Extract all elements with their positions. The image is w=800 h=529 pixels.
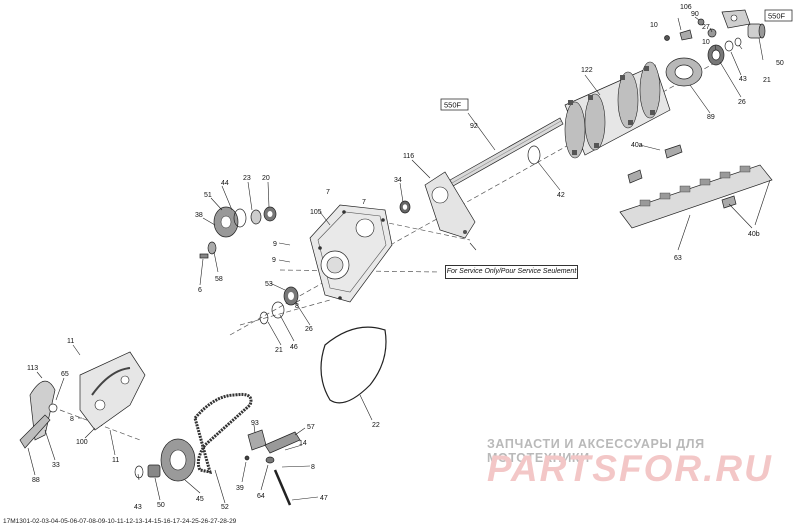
part-label: 53	[265, 281, 273, 288]
part-label: 10	[650, 22, 658, 29]
part-label: 88	[32, 477, 40, 484]
bracket-88	[19, 414, 51, 449]
part-label: 58	[215, 276, 223, 283]
leader-lines	[27, 16, 771, 504]
watermark-logo: PARTSFOR.RU	[487, 448, 773, 489]
part-label: 116	[403, 153, 414, 160]
svg-text:550F: 550F	[768, 12, 786, 21]
diagram-code: 17M1301-02-03-04-05-06-07-08-09-10-11-12…	[3, 518, 237, 525]
part-label: 63	[674, 255, 682, 262]
part-label: 26	[305, 326, 313, 333]
part-label: 23	[243, 175, 251, 182]
end-cap-50-top	[747, 23, 766, 39]
part-label: 34	[394, 177, 402, 184]
part-label: 50	[157, 502, 165, 509]
part-label: 89	[707, 114, 715, 121]
gear-stack	[199, 206, 277, 259]
part-label: 38	[195, 212, 203, 219]
part-label: 8	[295, 303, 299, 310]
svg-text:550F: 550F	[444, 101, 462, 110]
part-label: 33	[52, 462, 60, 469]
part-label: 90	[691, 11, 699, 18]
part-label: 6	[198, 287, 202, 294]
part-label: 92	[470, 123, 478, 130]
part-label: 26	[738, 99, 746, 106]
bearing-26-mid	[283, 286, 299, 306]
part-label: 9	[273, 241, 277, 248]
small-hardware-top	[664, 18, 742, 52]
washer-46	[271, 301, 285, 319]
circlip-42	[527, 145, 541, 165]
part-label: 27	[702, 24, 710, 31]
gasket-22	[320, 326, 387, 404]
callout-550f-top: 550F	[764, 9, 793, 22]
part-label: 21	[275, 347, 283, 354]
part-label: 11	[67, 338, 74, 345]
part-label: 21	[763, 77, 771, 84]
chaincase-cover-100	[79, 351, 146, 431]
part-label: 93	[251, 420, 259, 427]
part-label: 100	[76, 439, 88, 446]
part-label: 52	[221, 504, 229, 511]
drive-shaft	[449, 117, 564, 187]
part-label: 7	[326, 189, 330, 196]
part-label: 105	[310, 209, 322, 216]
part-label: 22	[372, 422, 380, 429]
gear-45	[160, 438, 196, 482]
bearing-26-top	[707, 44, 725, 66]
bearing-89	[665, 57, 703, 87]
part-label: 10	[702, 39, 710, 46]
part-label: 106	[680, 4, 692, 11]
seal-34	[399, 200, 411, 214]
part-label: 11	[112, 457, 119, 464]
service-only-note: For Service Only/Pour Service Seulement	[445, 265, 578, 279]
part-label: 42	[557, 192, 565, 199]
bushing-65	[48, 403, 58, 413]
tensioner-parts	[244, 429, 301, 506]
circlip-43	[134, 465, 144, 479]
part-label: 7	[362, 199, 366, 206]
part-label: 65	[61, 371, 69, 378]
watermark-tagline: ЗАПЧАСТИ И АКСЕССУАРЫ ДЛЯ МОТОТЕХНИКИ	[487, 437, 705, 465]
part-labels: 106 90 27 10 10 43 21 50 26 89 122 92 42…	[27, 4, 784, 511]
part-label: 40b	[748, 231, 760, 238]
part-label: 45	[196, 496, 204, 503]
part-label: 47	[320, 495, 328, 502]
bracket-106	[721, 9, 751, 29]
part-label: 8	[70, 416, 74, 423]
part-label: 44	[221, 180, 229, 187]
sprocket-assembly	[564, 61, 671, 159]
part-label: 9	[272, 257, 276, 264]
circlip-21	[259, 311, 269, 325]
part-label: 40a	[631, 142, 643, 149]
part-label: 46	[290, 344, 298, 351]
part-label: 64	[257, 493, 265, 500]
part-label: 57	[307, 424, 315, 431]
track-guide-63	[619, 144, 773, 229]
part-label: 39	[236, 485, 244, 492]
part-label: 20	[262, 175, 270, 182]
part-label: 43	[134, 504, 142, 511]
part-label: 43	[739, 76, 747, 83]
drive-chain-52	[193, 393, 253, 474]
part-label: 14	[299, 440, 307, 447]
housing-105	[309, 204, 393, 303]
part-label: 113	[27, 365, 38, 372]
bearing-plate-116	[424, 171, 476, 239]
part-label: 8	[311, 464, 315, 471]
part-label: 122	[581, 67, 593, 74]
axis-centerline	[239, 299, 331, 326]
callout-550f-mid: 550F	[440, 98, 469, 111]
bearing-50-low	[147, 464, 161, 478]
part-label: 50	[776, 60, 784, 67]
part-label: 51	[204, 192, 212, 199]
